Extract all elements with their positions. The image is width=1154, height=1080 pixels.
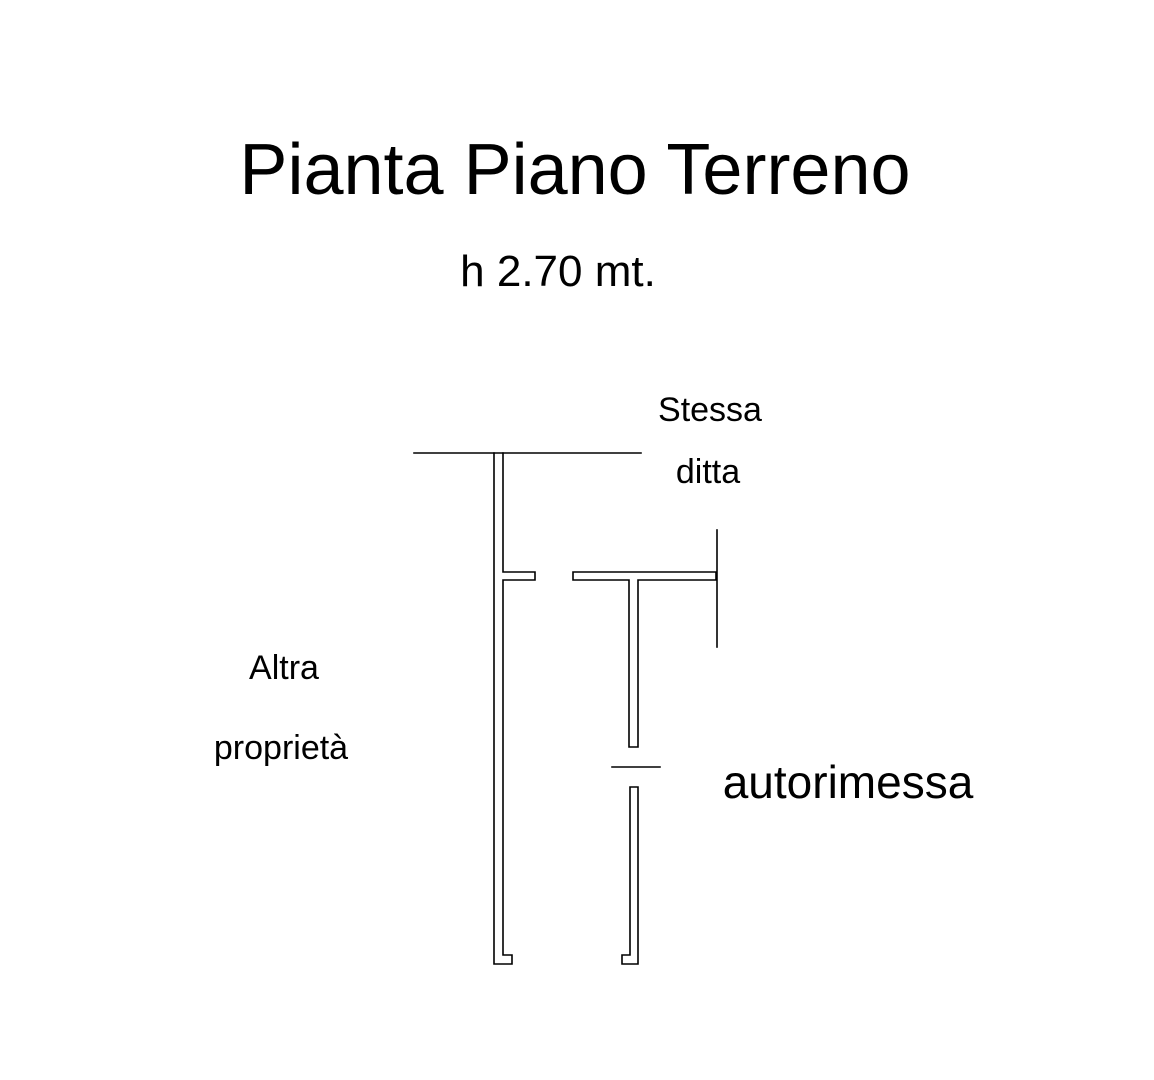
upper-partition-wall	[572, 571, 717, 748]
height-subtitle: h 2.70 mt.	[460, 247, 656, 296]
stessa-ditta-label-line2: ditta	[676, 453, 740, 491]
page-title: Pianta Piano Terreno	[239, 130, 910, 210]
lower-partition-wall	[621, 786, 639, 965]
altra-proprieta-label-line2: proprietà	[214, 729, 348, 767]
stessa-ditta-label-line1: Stessa	[658, 391, 762, 429]
altra-proprieta-label-line1: Altra	[249, 649, 319, 687]
left-wall	[493, 452, 536, 965]
autorimessa-label: autorimessa	[723, 756, 974, 808]
